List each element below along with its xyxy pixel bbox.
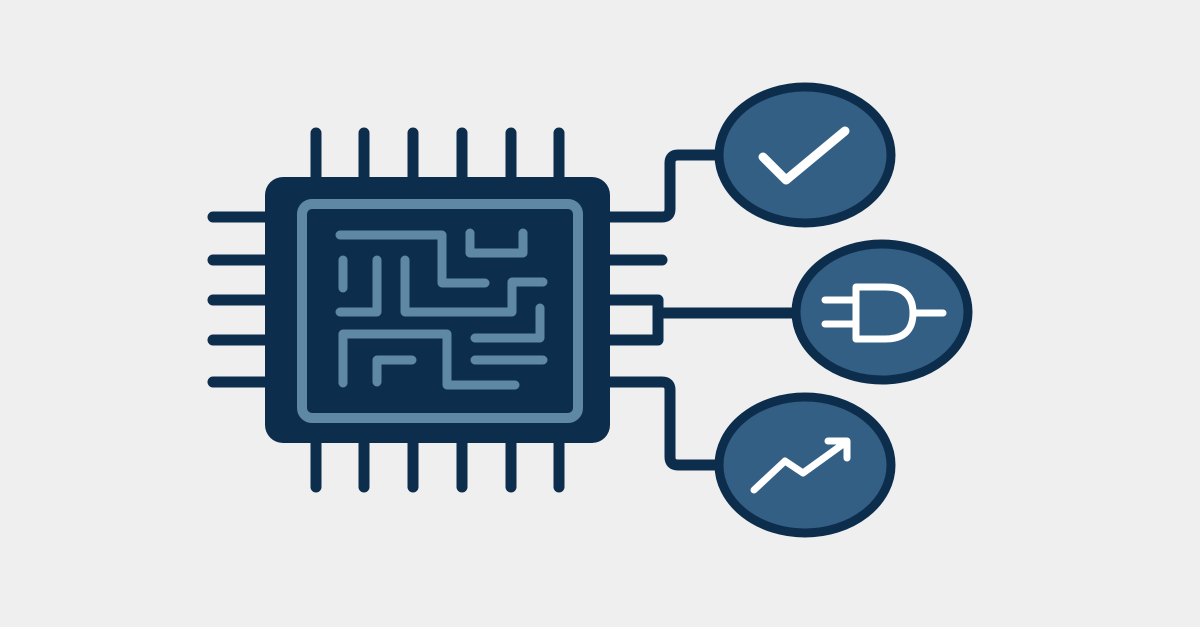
connector-bottom [601,376,726,471]
chip-circuit-traces [335,228,548,390]
status-circle-check [714,82,896,228]
checkmark-icon [758,126,850,185]
logic-gate-icon [821,283,947,343]
chip-inner-frame [297,199,583,423]
chip-pins [207,127,668,493]
status-circle-trend [714,392,896,538]
connector-middle [601,294,804,346]
connector-lines [601,149,804,471]
trend-up-icon [750,437,851,494]
status-circle-logic-gate [791,239,973,385]
connector-top [601,149,726,223]
